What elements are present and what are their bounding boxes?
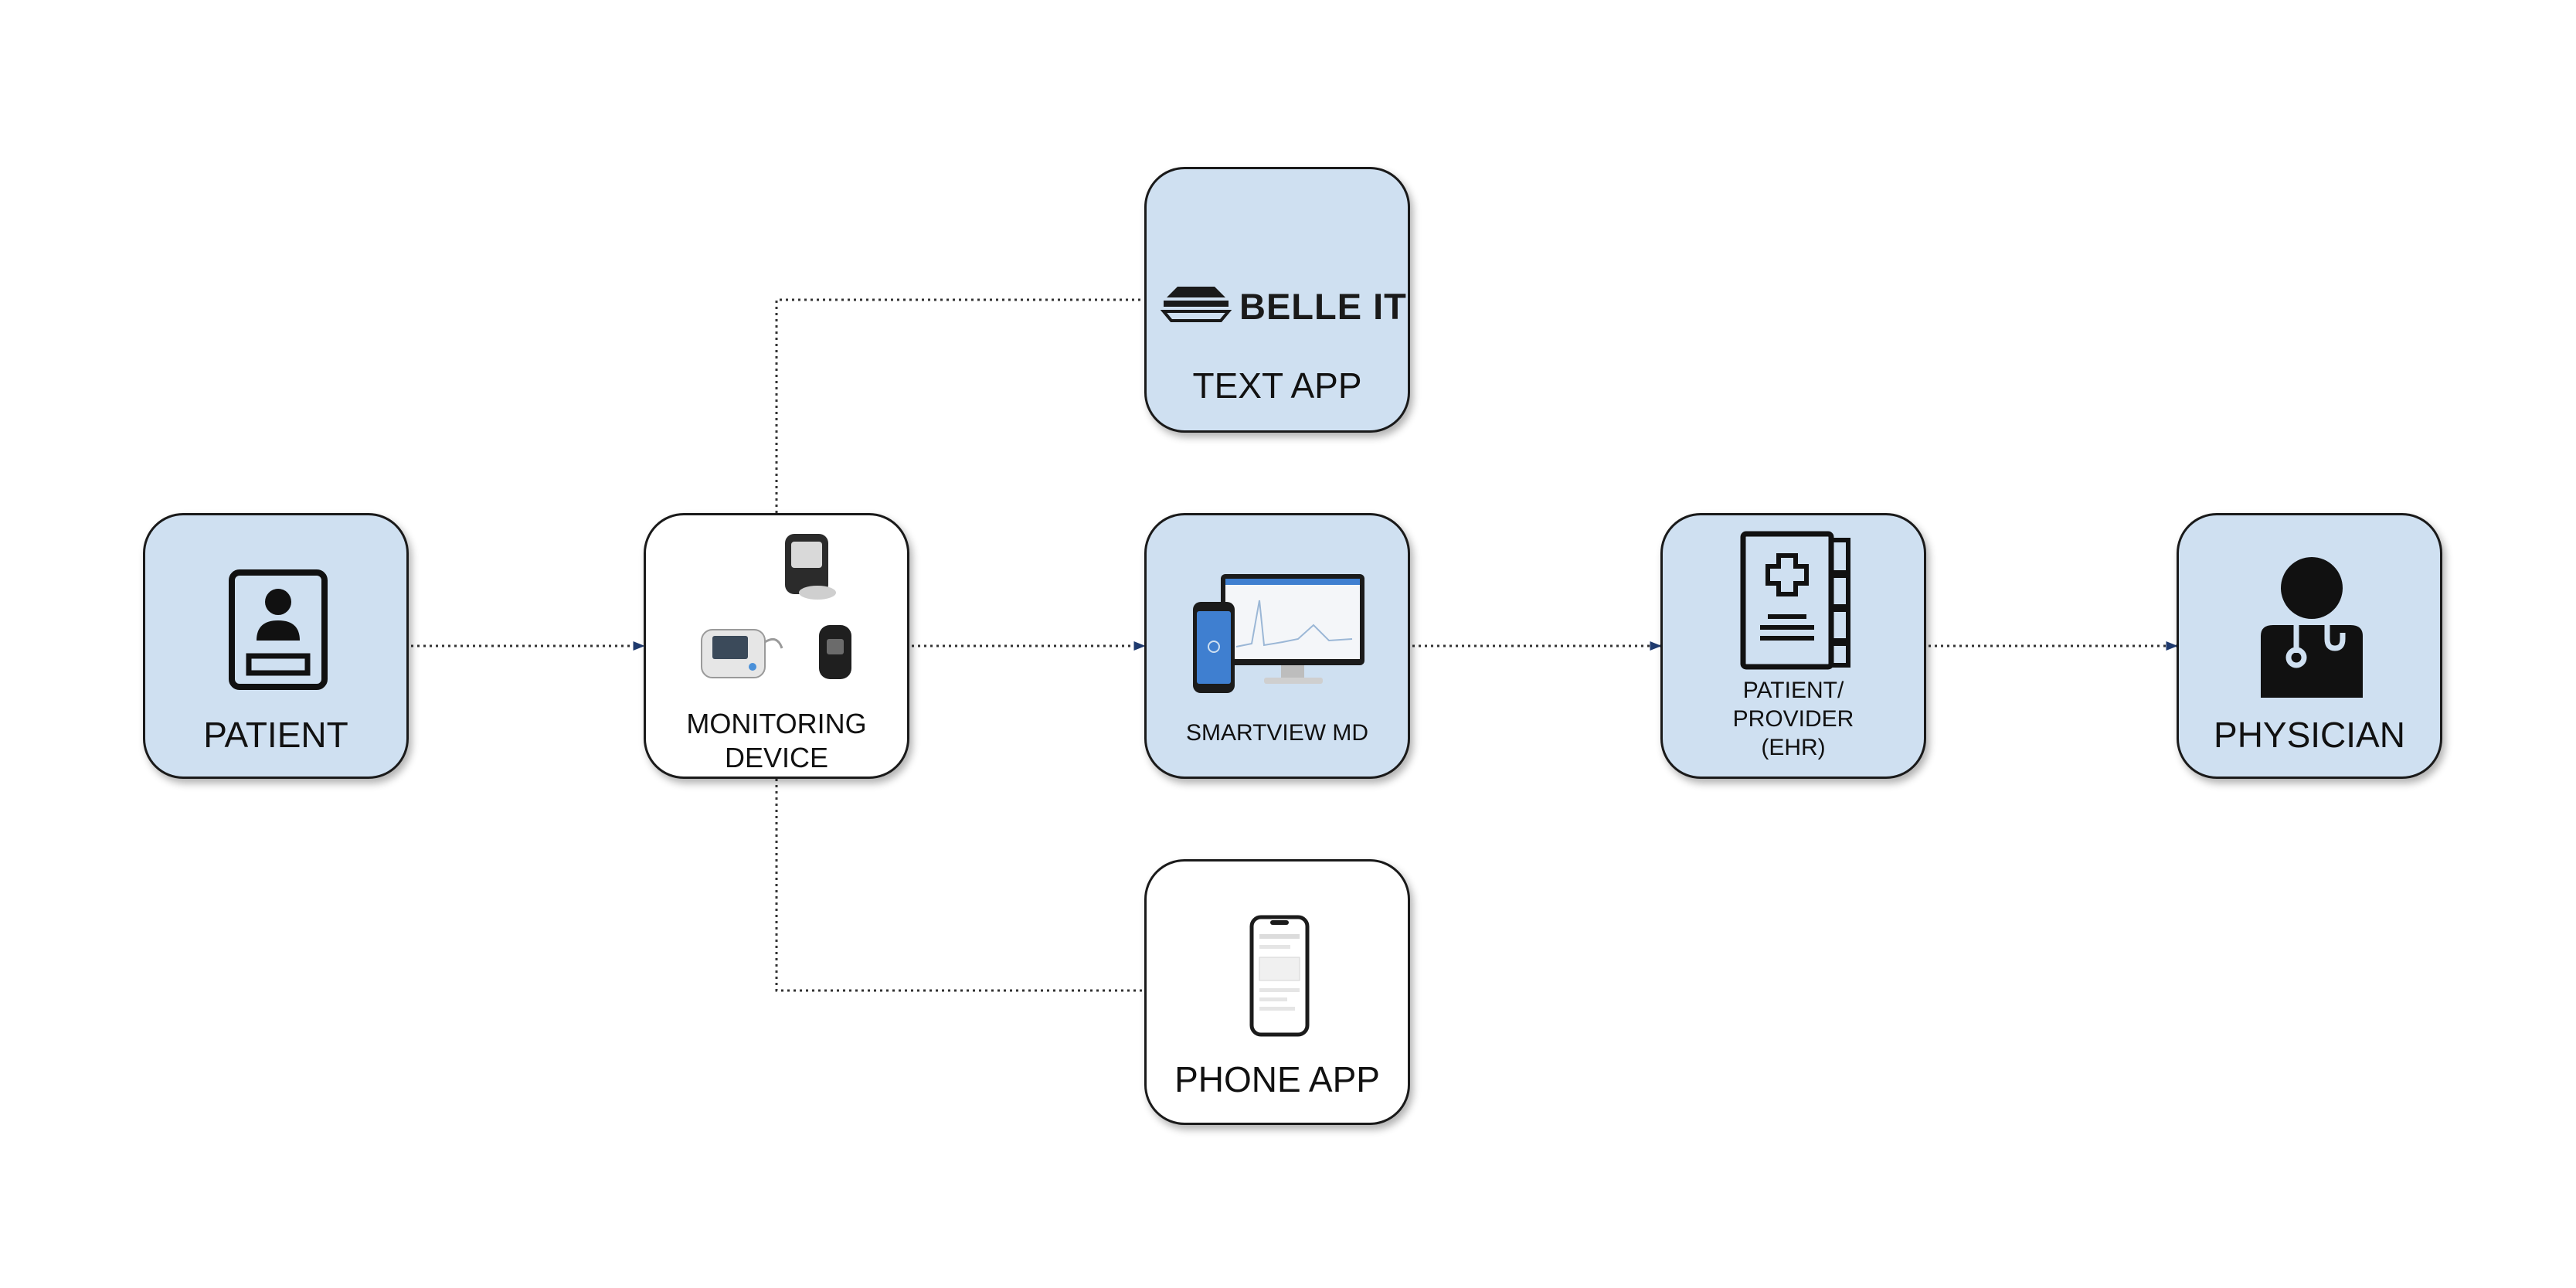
text-app-label: TEXT APP: [1192, 365, 1362, 406]
phone-and-monitor-icon: [1193, 574, 1364, 693]
patient-id-card-icon: [229, 569, 328, 690]
blood-pressure-monitor-icon: [701, 629, 783, 678]
medical-record-icon: [1740, 531, 1850, 670]
monitoring-device-label: MONITORING DEVICE: [686, 708, 867, 773]
physician-icon: [2261, 557, 2363, 698]
monitor-icon: [1221, 574, 1364, 684]
edge-device-to-phone-app: [775, 779, 1144, 992]
ehr-label: PATIENT/ PROVIDER (EHR): [1732, 678, 1854, 760]
phone-icon: [1193, 602, 1235, 693]
smartview-label: SMARTVIEW MD: [1185, 720, 1369, 746]
ehr-node: PATIENT/ PROVIDER (EHR): [1660, 513, 1926, 779]
monitoring-devices-icon: [701, 534, 851, 679]
edge-device-to-text-app: [775, 298, 1144, 513]
belle-it-logo: [1161, 287, 1232, 322]
smartphone-icon: [1249, 915, 1310, 1037]
physician-label: PHYSICIAN: [2214, 715, 2405, 755]
belle-it-logo-text: BELLE IT: [1239, 286, 1407, 327]
physician-node: PHYSICIAN: [2177, 513, 2442, 779]
patient-label: PATIENT: [203, 715, 348, 755]
monitoring-device-node: MONITORING DEVICE: [644, 513, 909, 779]
phone-app-node: PHONE APP: [1144, 859, 1410, 1125]
smartview-node: SMARTVIEW MD: [1144, 513, 1410, 779]
glucose-meter-icon: [785, 534, 836, 600]
patient-node: PATIENT: [143, 513, 409, 779]
phone-app-label: PHONE APP: [1174, 1059, 1380, 1099]
pulse-oximeter-icon: [819, 625, 851, 679]
text-app-node: BELLE IT TEXT APP: [1144, 167, 1410, 433]
